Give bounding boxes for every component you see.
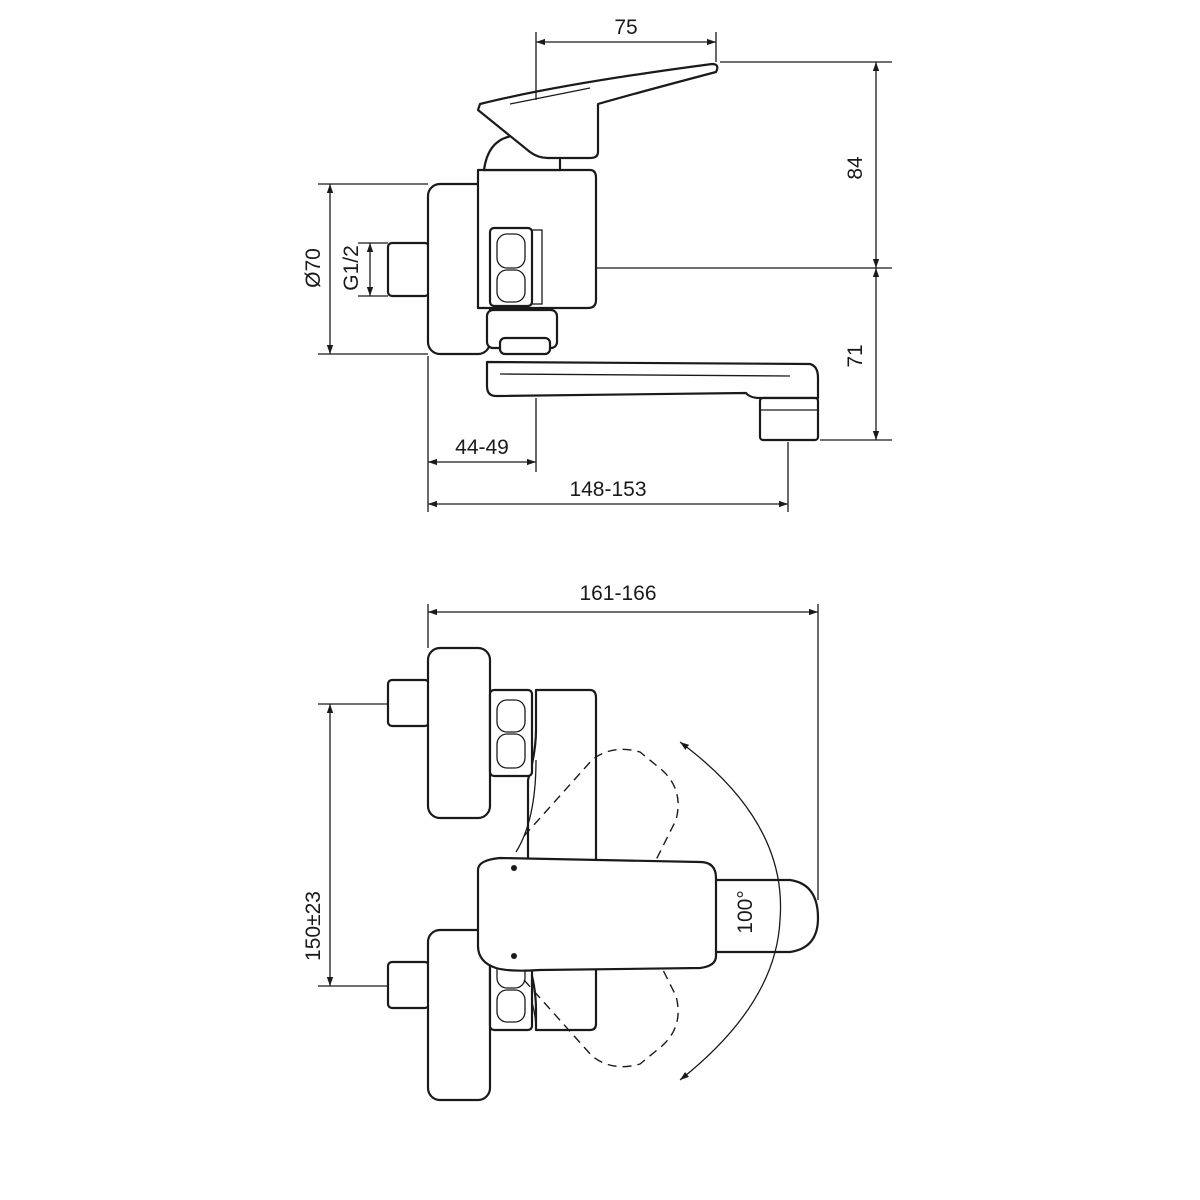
dim-lever-rotation: 100° [734,890,757,933]
top-upper-inlet-stub [386,678,431,728]
top-lower-inlet-stub [386,960,431,1010]
dim-lever-reach: 75 [614,16,637,39]
top-lever-mark-lower [511,953,517,959]
top-view-dimensions: 161-166 150±23 [302,582,819,987]
top-lever-ghost-upper [523,748,679,869]
dim-overall-depth: 161-166 [579,582,656,605]
top-lever-mark-upper [511,865,517,871]
top-upper-rosette [426,646,492,820]
side-aerator [758,396,820,442]
dim-lever-height: 84 [844,156,867,180]
top-upper-nut [488,688,534,778]
dim-rosette-diameter: Ø70 [302,248,325,288]
dim-wall-to-body: 44-49 [455,436,509,459]
top-spout-end [698,878,820,954]
side-inlet-stub [386,241,431,298]
side-connection-nut [488,226,534,308]
side-spout [485,360,820,400]
side-lever [476,62,719,160]
lever-rotation-arc [679,741,782,1081]
top-lever-ghost-lower [523,947,679,1068]
dim-spout-drop: 71 [844,344,867,367]
side-view-dimensions: 75 84 71 Ø70 G1/2 44-49 148-153 [302,16,892,512]
top-lever [476,856,718,972]
dim-wall-to-outlet: 148-153 [569,478,646,501]
side-view [386,62,820,442]
dim-inlet-thread: G1/2 [340,245,363,291]
top-view: 100° [386,646,820,1102]
side-spout-collar-ring [498,336,552,356]
dim-inlet-centres: 150±23 [302,891,325,961]
